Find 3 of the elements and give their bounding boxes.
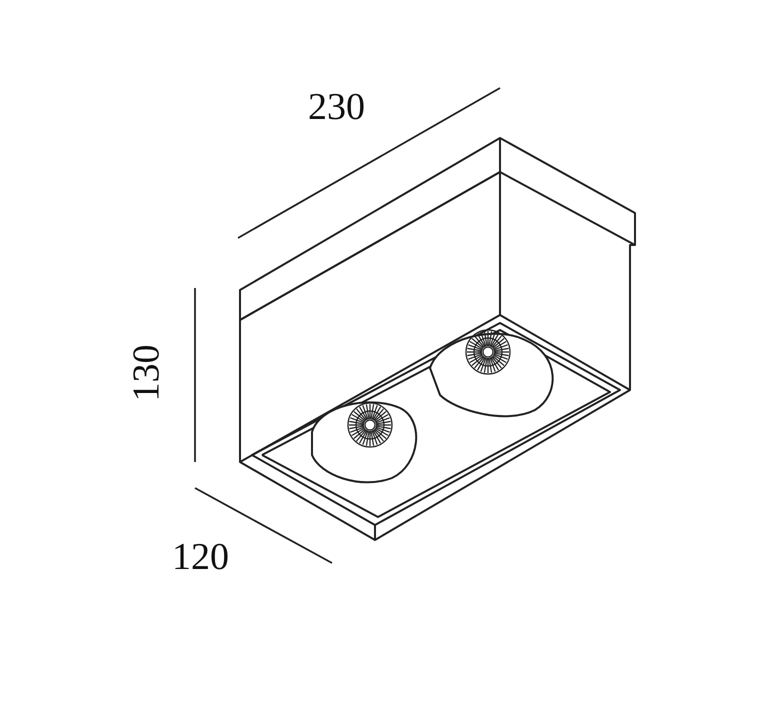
dimension-label: 230	[308, 88, 365, 126]
dimension-label: 130	[128, 344, 166, 402]
dimension-label: 120	[172, 538, 229, 576]
